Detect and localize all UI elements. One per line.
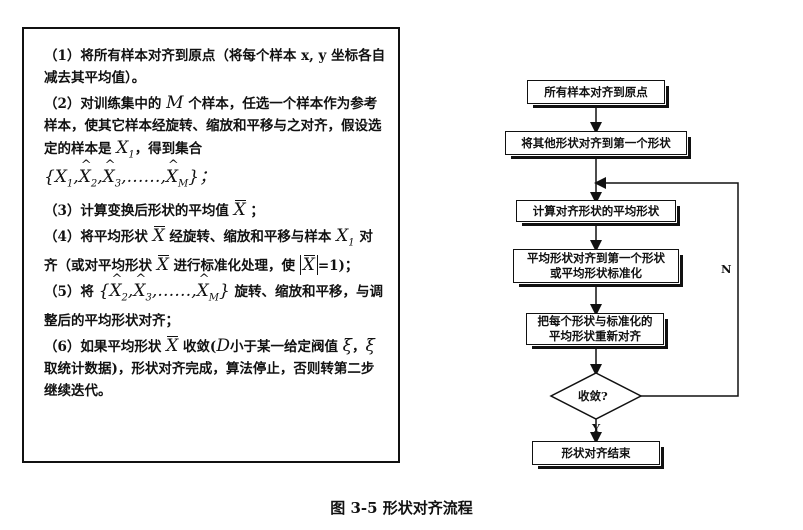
no-label: N: [721, 262, 732, 276]
node-align-first: 将其他形状对齐到第一个形状: [505, 131, 691, 159]
math-mean-x: X: [233, 199, 246, 220]
step-3: （3）计算变换后形状的平均值 X ；: [44, 199, 264, 220]
node-mean-shape: 计算对齐形状的平均形状: [516, 200, 680, 226]
math-m: M: [166, 93, 184, 113]
node-align-mean: 平均形状对齐到第一个形状 或平均形状标准化: [513, 249, 683, 287]
step-5: （5）将 {X2,X3,……,XM} 旋转、缩放和平移，与调整后的平均形状对齐；: [44, 269, 386, 331]
node-align-origin: 所有样本对齐到原点: [527, 80, 669, 108]
step-4: （4）将平均形状 X 经旋转、缩放和平移与样本 X1 对齐（或对平均形状 X 进…: [44, 225, 373, 276]
math-sample-set: {X1,X2,X3,……,XM}；: [44, 155, 216, 189]
decision-label: 收敛?: [578, 389, 608, 403]
math-hat-set: {X2,X3,……,XM}: [99, 269, 230, 303]
loop-back-line: [594, 177, 739, 397]
step-6: （6）如果平均形状 X 收敛(D小于某一给定阀值 ξ，ξ取统计数据)，形状对齐完…: [44, 335, 375, 399]
node-realign: 把每个形状与标准化的 平均形状重新对齐: [526, 313, 668, 349]
step-1: （1）将所有样本对齐到原点（将每个样本 x, y 坐标各自减去其平均值）。: [44, 48, 386, 86]
yes-label: Y: [592, 421, 601, 435]
math-x1: X1: [116, 138, 135, 161]
node-finish: 形状对齐结束: [532, 441, 664, 469]
figure-caption: 图 3-5 形状对齐流程: [330, 499, 473, 517]
math-abs-mean: X: [299, 255, 318, 276]
step-2: （2）对训练集中的 M 个样本，任选一个样本作为参考样本，使其它样本经旋转、缩放…: [44, 92, 386, 196]
algorithm-steps-panel: （1）将所有样本对齐到原点（将每个样本 x, y 坐标各自减去其平均值）。 （2…: [22, 27, 400, 463]
